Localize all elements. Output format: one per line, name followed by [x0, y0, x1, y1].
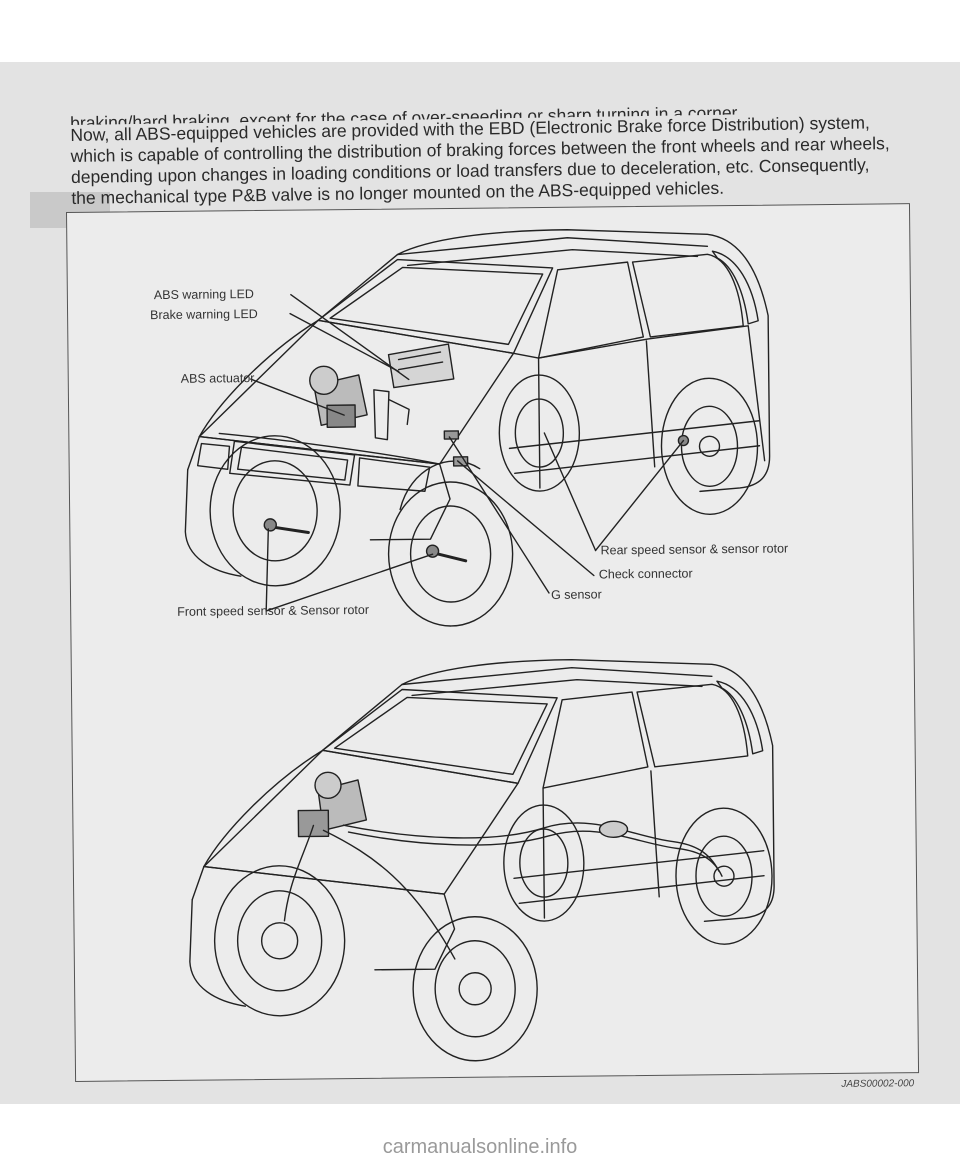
watermark: carmanualsonline.info: [382, 1136, 578, 1158]
label-abs-actuator: ABS actuator: [180, 371, 255, 386]
label-rear-speed-sensor: Rear speed sensor & sensor rotor: [600, 541, 789, 558]
intro-paragraph: braking/hard braking, except for the cas…: [70, 99, 911, 209]
label-front-speed-sensor: Front speed sensor & Sensor rotor: [177, 602, 370, 619]
scanned-page: braking/hard braking, except for the cas…: [0, 62, 960, 1104]
lower-vehicle-drawing: [189, 659, 775, 1062]
scan-top-margin: [0, 0, 960, 62]
label-check-connector: Check connector: [598, 566, 693, 582]
scan-bottom-margin: [0, 1104, 960, 1171]
abs-component-figure: ABS warning LED Brake warning LED ABS ac…: [66, 203, 920, 1090]
label-abs-warning-led: ABS warning LED: [153, 287, 255, 303]
vehicle-illustrations: [184, 229, 775, 1062]
upper-vehicle-drawing: [184, 229, 771, 627]
label-g-sensor: G sensor: [550, 587, 602, 602]
label-brake-warning-led: Brake warning LED: [150, 306, 258, 323]
figure-code: JABS00002-000: [841, 1078, 915, 1090]
